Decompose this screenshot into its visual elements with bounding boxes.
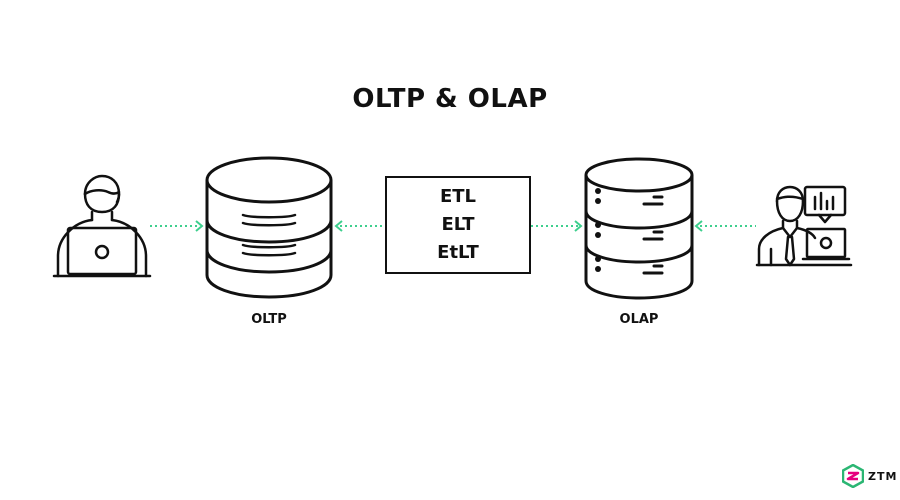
ztm-logo-icon [842,464,864,488]
server-stack-icon [584,157,694,300]
etlt-item: EtLT [437,242,479,263]
etl-process-box: ETL ELT EtLT [385,176,531,274]
logo-text: ZTM [868,469,898,483]
arrow-etl-to-olap [531,220,583,232]
arrow-etl-to-oltp [334,220,386,232]
arrow-analyst-to-olap [694,220,756,232]
etl-item: ETL [439,186,477,207]
person-with-laptop-icon [52,174,152,278]
oltp-label: OLTP [251,312,287,327]
elt-item: ELT [441,214,475,235]
ztm-logo: ZTM [842,464,897,488]
olap-label: OLAP [619,312,659,327]
database-cylinder-icon [205,156,333,299]
diagram-title: OLTP & OLAP [352,84,548,114]
analyst-with-chart-icon [755,185,853,267]
arrow-oltp-to-user [150,220,204,232]
